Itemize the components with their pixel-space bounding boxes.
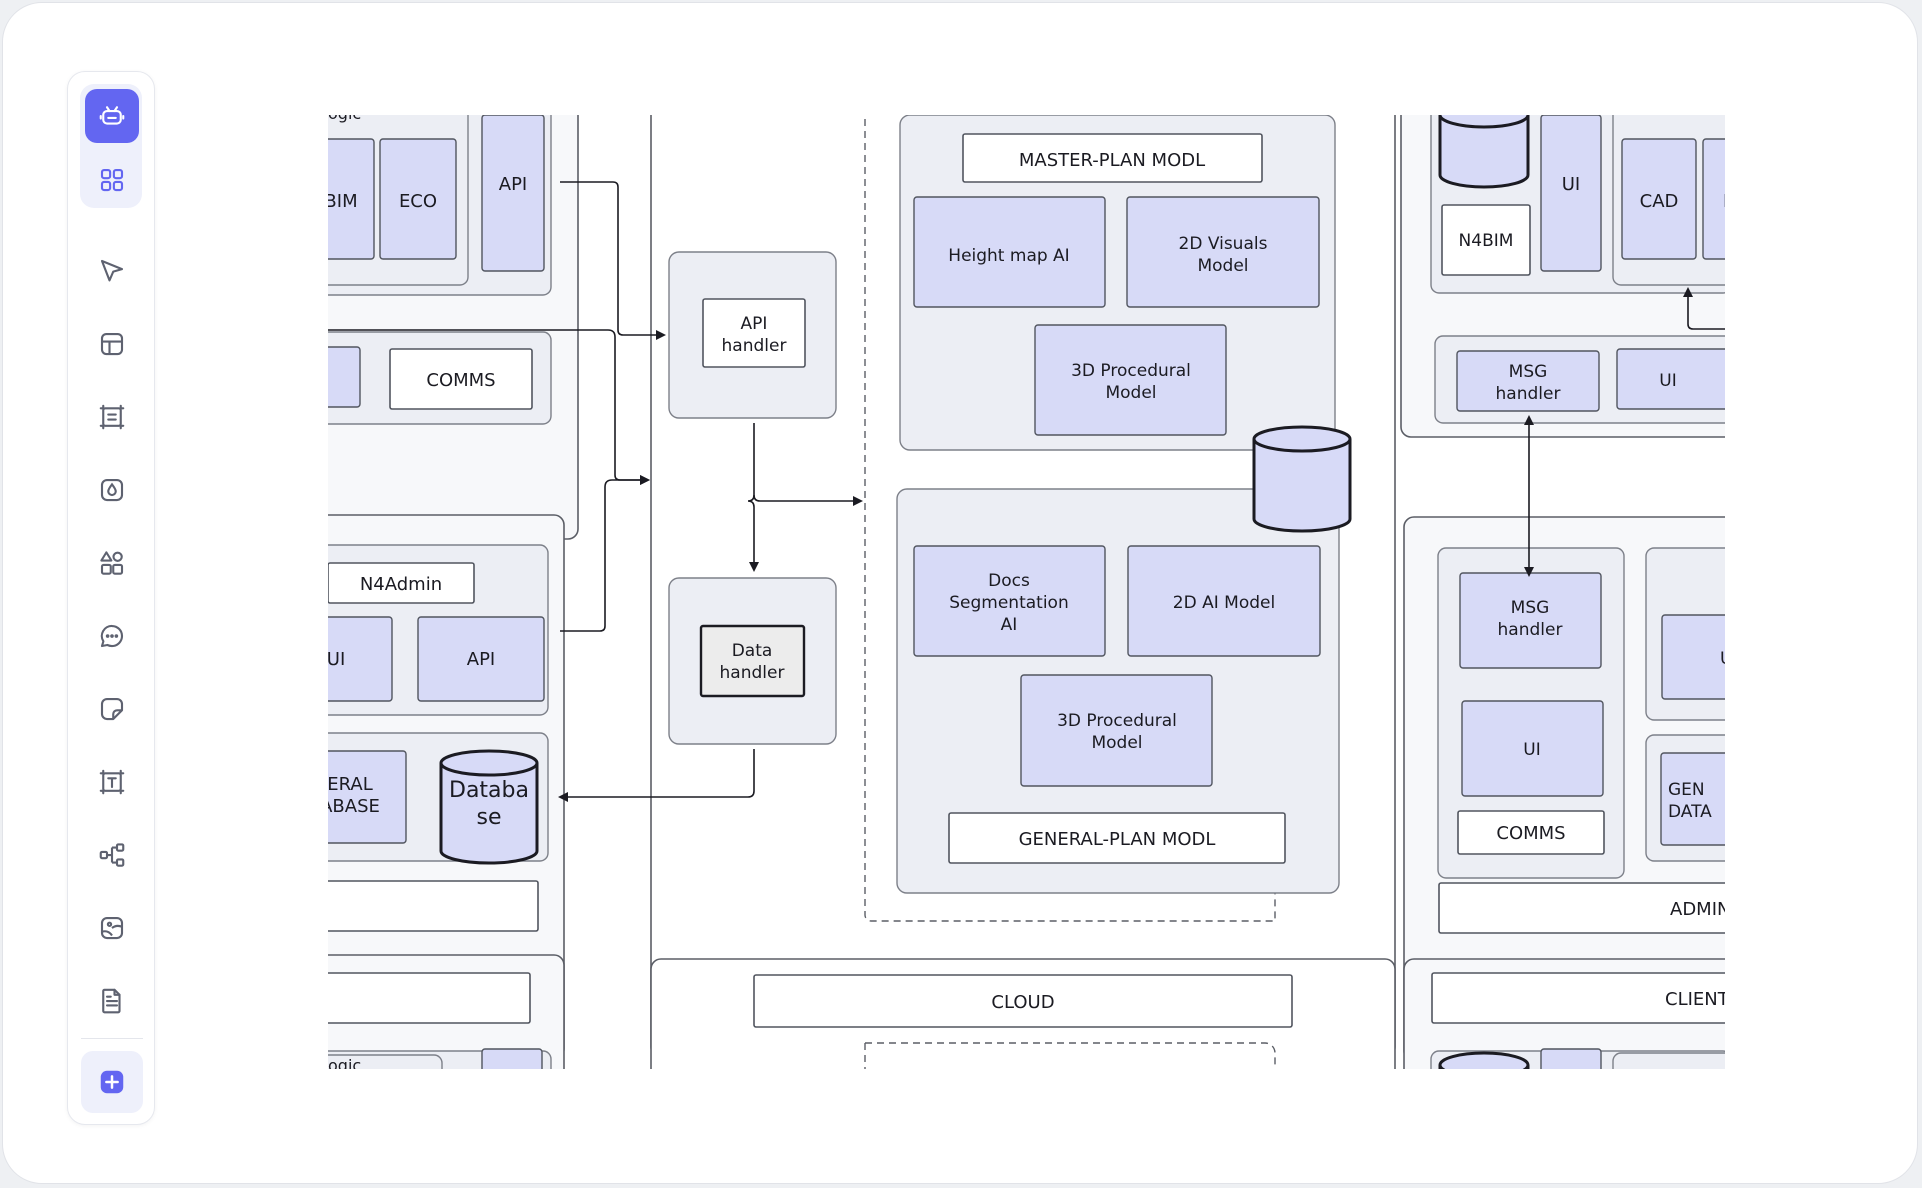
sticky-note-tool-button[interactable] — [85, 682, 139, 736]
cloud-label: CLOUD — [991, 992, 1054, 1013]
flow-icon — [99, 843, 125, 867]
image-tool-button[interactable] — [85, 901, 139, 955]
svg-text:handler: handler — [1496, 384, 1561, 404]
right-partial-ui-node: U — [1720, 649, 1725, 669]
toolbar-divider — [81, 1038, 143, 1039]
connector-arrows — [328, 181, 1725, 802]
svg-text:DATA: DATA — [1668, 802, 1712, 822]
document-tool-button[interactable] — [85, 974, 139, 1028]
svg-text:Segmentation: Segmentation — [949, 593, 1068, 613]
layout-icon — [100, 332, 124, 356]
general-database-node: ERAL — [328, 774, 373, 795]
admin-label: ADMIN — [1670, 899, 1725, 920]
2d-ai-model-node: 2D AI Model — [1173, 593, 1275, 613]
api-handler-node: API — [741, 314, 768, 334]
drop-icon — [100, 478, 124, 502]
right-general-database-node: GEN — [1668, 780, 1705, 800]
eco-node: ECO — [399, 191, 437, 212]
right-msg-handler-bottom-node: MSG — [1511, 598, 1550, 618]
comment-icon — [100, 624, 124, 648]
master-plan-title: MASTER-PLAN MODL — [1019, 150, 1205, 171]
data-handler-node: Data — [732, 641, 773, 661]
bim-node: BIM — [328, 191, 358, 212]
document-icon — [102, 988, 121, 1014]
left-system: ogic BIM ECO API COMMS N4Admin UI API — [328, 115, 579, 1069]
right-ui-bottom-node: UI — [1523, 740, 1540, 760]
svg-text:E: E — [1723, 191, 1725, 212]
left-logic-bottom-label: ogic — [328, 1056, 361, 1069]
shapes-icon — [100, 551, 124, 575]
database-cylinder: Databa — [449, 778, 529, 803]
right-ui-msg-node: UI — [1659, 371, 1676, 391]
frame-icon — [99, 404, 125, 430]
svg-text:Model: Model — [1105, 383, 1156, 403]
left-toolbar — [67, 71, 155, 1125]
right-comms-node: COMMS — [1496, 823, 1565, 844]
shapes-tool-button[interactable] — [85, 536, 139, 590]
add-button[interactable] — [81, 1051, 143, 1113]
sticky-note-icon — [100, 697, 124, 721]
general-plan-model: Docs Segmentation AI 2D AI Model 3D Proc… — [896, 425, 1352, 894]
cad-node: CAD — [1640, 191, 1679, 212]
image-icon — [100, 916, 124, 940]
client-label: CLIENT — [1665, 989, 1725, 1010]
svg-text:handler: handler — [720, 663, 785, 683]
text-icon — [99, 769, 125, 795]
frame-tool-button[interactable] — [85, 390, 139, 444]
svg-text:Model: Model — [1091, 733, 1142, 753]
fill-tool-button[interactable] — [85, 463, 139, 517]
n4bim-node: N4BIM — [1459, 231, 1514, 251]
svg-text:Model: Model — [1197, 256, 1248, 276]
right-msg-handler-top-node: MSG — [1509, 362, 1548, 382]
left-ui-node: UI — [328, 649, 345, 670]
general-3d-procedural-node: 3D Procedural — [1057, 711, 1177, 731]
general-plan-title: GENERAL-PLAN MODL — [1019, 829, 1216, 850]
robot-icon — [99, 106, 125, 125]
grid-icon — [100, 168, 124, 192]
svg-text:handler: handler — [1498, 620, 1563, 640]
diagram-canvas[interactable]: ogic BIM ECO API COMMS N4Admin UI API — [328, 115, 1725, 1069]
left-api-node: API — [499, 174, 527, 195]
svg-text:handler: handler — [722, 336, 787, 356]
2d-visuals-model-node: 2D Visuals — [1179, 234, 1268, 254]
text-tool-button[interactable] — [85, 755, 139, 809]
master-plan-model: MASTER-PLAN MODL Height map AI 2D Visual… — [899, 115, 1336, 451]
svg-text:se: se — [477, 805, 502, 830]
left-logic-label: ogic — [328, 115, 361, 123]
select-tool-button[interactable] — [85, 244, 139, 298]
height-map-ai-node: Height map AI — [948, 246, 1069, 266]
cursor-icon — [100, 259, 124, 282]
templates-button[interactable] — [85, 153, 139, 207]
ai-assistant-button[interactable] — [85, 89, 139, 143]
docs-segmentation-ai-node: Docs — [988, 571, 1030, 591]
right-system: N4BIM UI CAD E MSG handler UI MSG handle… — [1400, 115, 1725, 1069]
svg-text:AI: AI — [1001, 615, 1018, 635]
right-ui-top-node: UI — [1562, 174, 1580, 195]
plus-icon — [100, 1070, 124, 1094]
master-3d-procedural-node: 3D Procedural — [1071, 361, 1191, 381]
layout-tool-button[interactable] — [85, 317, 139, 371]
svg-text:ABASE: ABASE — [328, 796, 380, 817]
comment-tool-button[interactable] — [85, 609, 139, 663]
connector-tool-button[interactable] — [85, 828, 139, 882]
n4admin-node: N4Admin — [360, 574, 442, 595]
left-comms-node: COMMS — [426, 370, 495, 391]
left-api-mid-node: API — [467, 649, 495, 670]
